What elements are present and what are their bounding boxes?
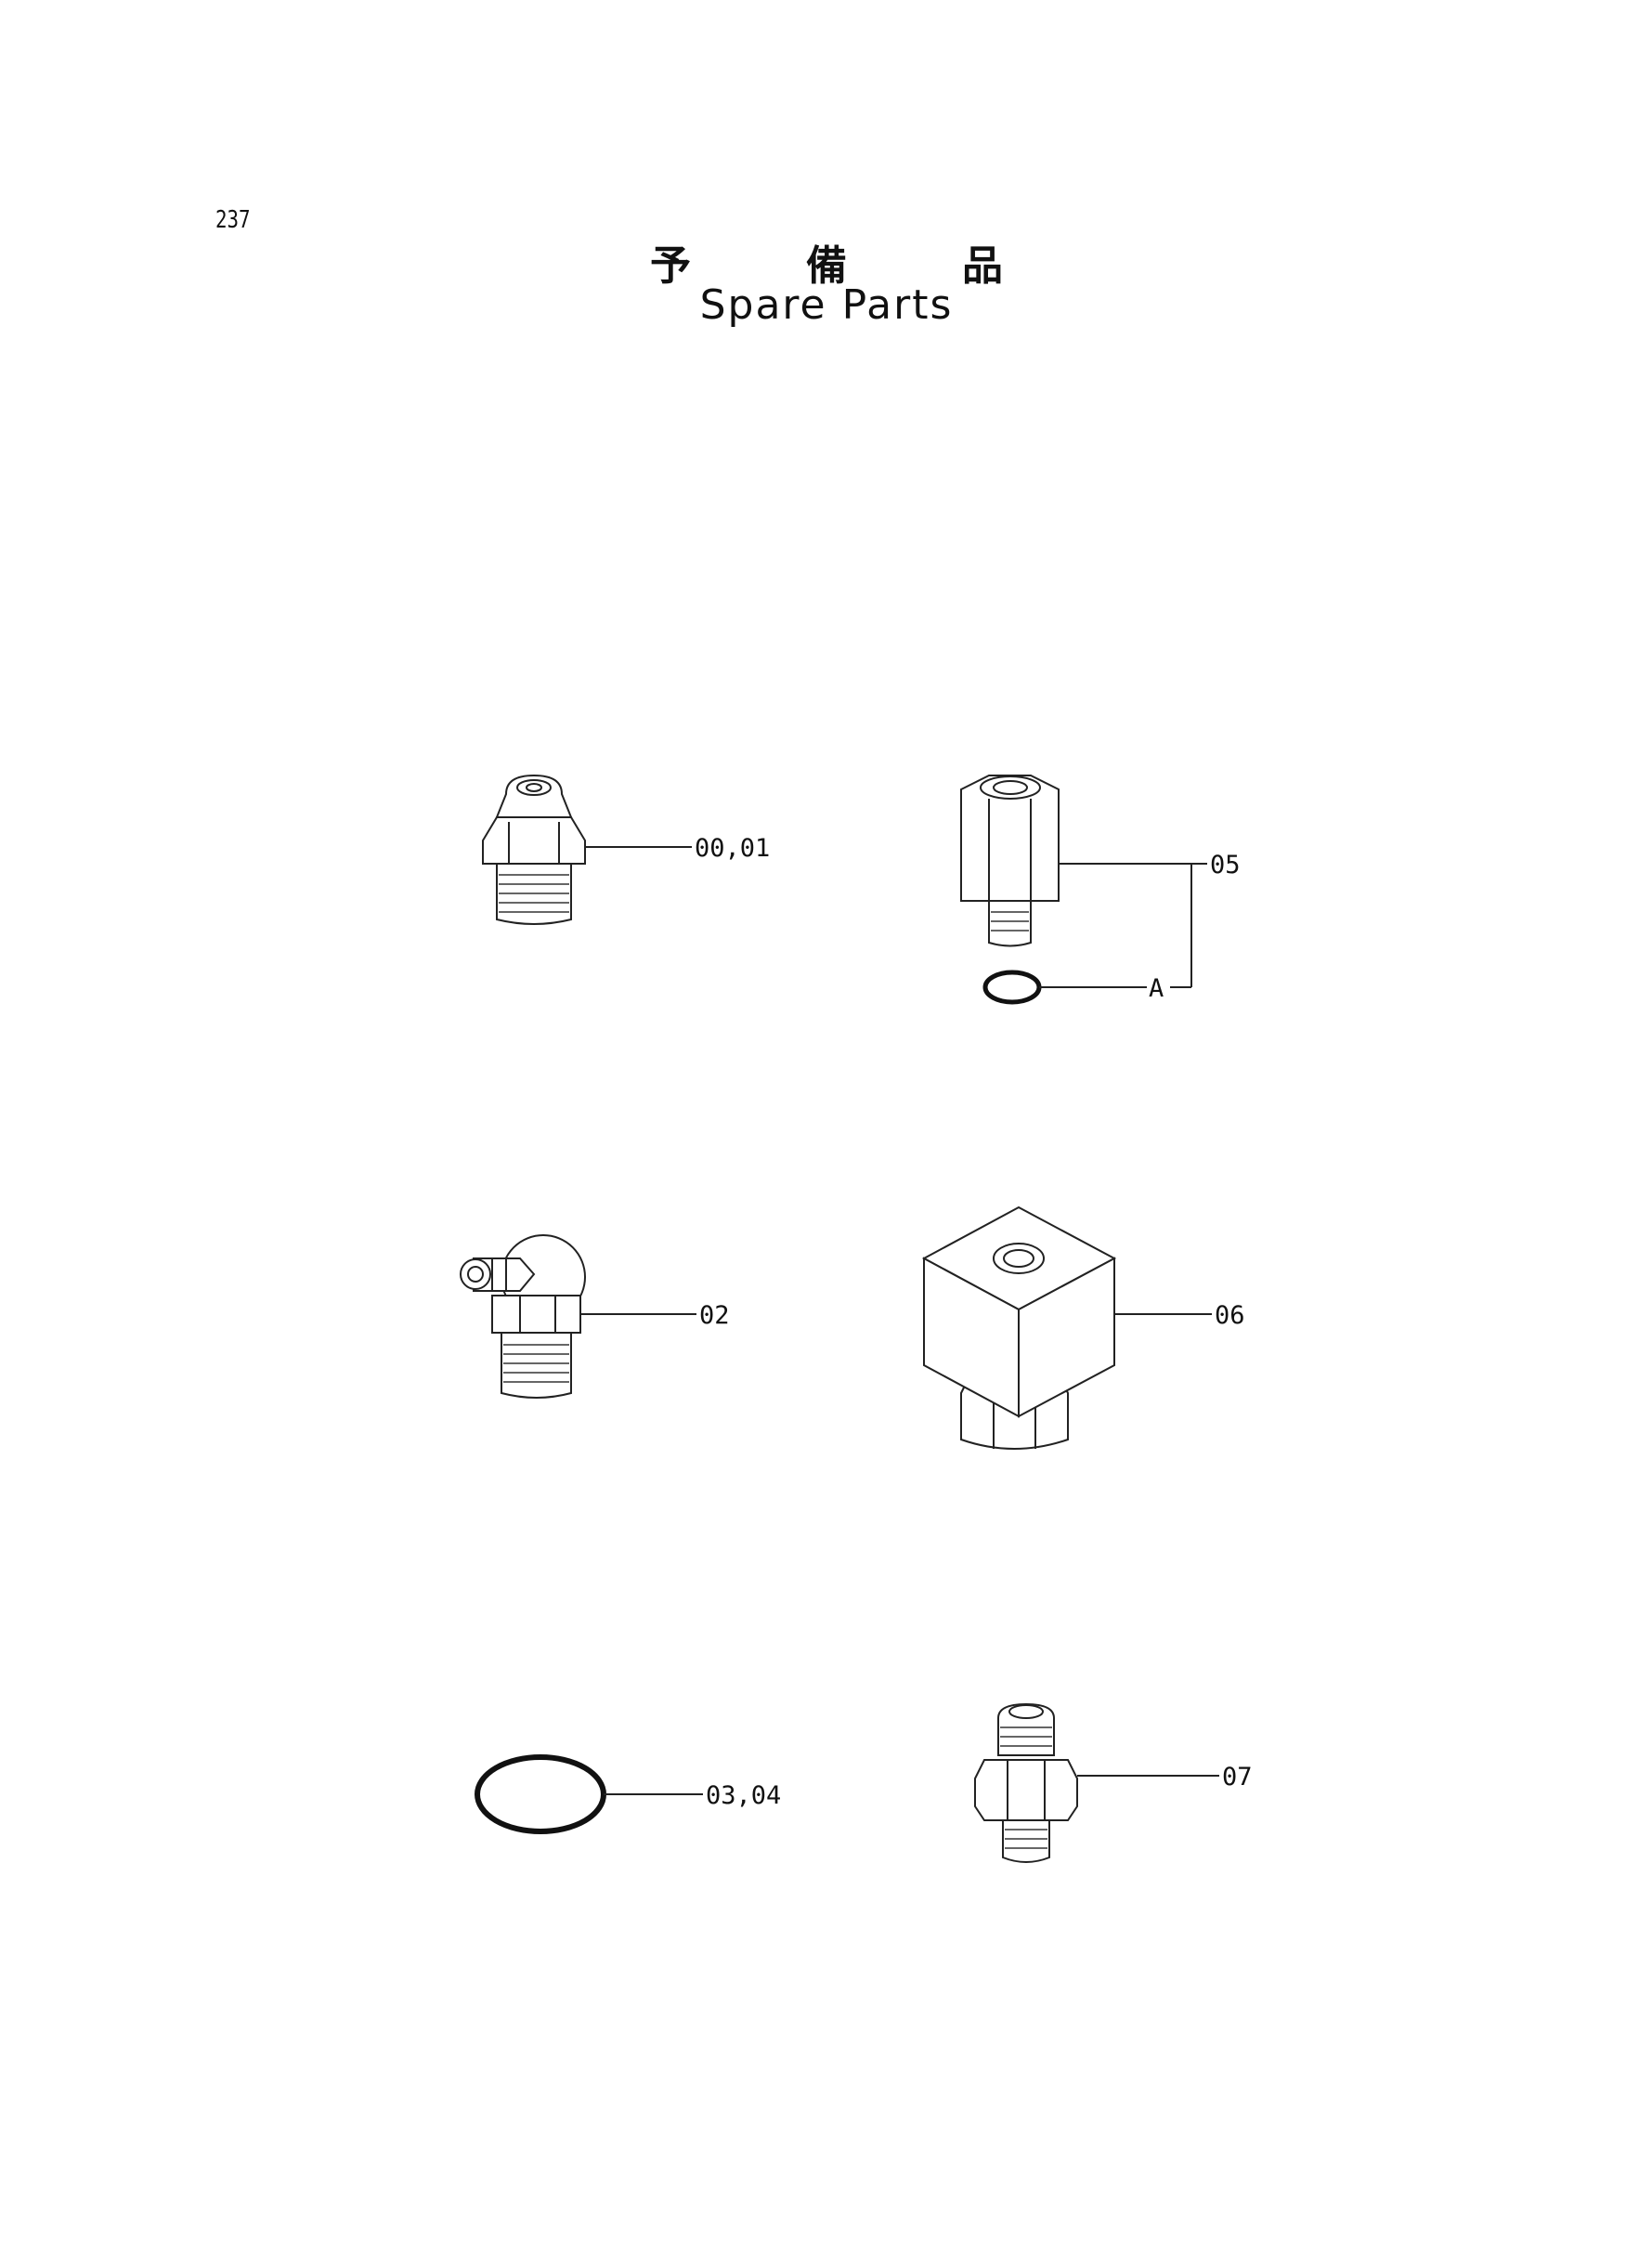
callout-03-04: 03,04 xyxy=(706,1781,781,1810)
callout-a: A xyxy=(1149,974,1164,1003)
callout-06: 06 xyxy=(1215,1301,1245,1330)
callout-07: 07 xyxy=(1222,1763,1253,1791)
callout-02: 02 xyxy=(699,1301,730,1330)
title-jp-char-1: 予 xyxy=(650,242,691,290)
page-number: 237 xyxy=(215,206,251,234)
part-grease-nipple-angled xyxy=(460,1234,696,1399)
part-block-adapter xyxy=(921,1205,1212,1450)
callout-05: 05 xyxy=(1210,851,1241,879)
part-union-adapter xyxy=(974,1702,1219,1863)
title-jp-char-3: 品 xyxy=(962,242,1003,290)
part-o-ring-large xyxy=(475,1754,703,1834)
title-jp-char-2: 備 xyxy=(806,242,847,290)
part-adapter-long xyxy=(960,775,1207,988)
callout-00-01: 00,01 xyxy=(695,834,770,863)
part-o-ring-small xyxy=(982,970,1147,1005)
title-english: Spare Parts xyxy=(699,281,954,329)
part-grease-nipple-straight xyxy=(482,774,692,925)
title-japanese: 予 備 品 xyxy=(650,232,1003,292)
